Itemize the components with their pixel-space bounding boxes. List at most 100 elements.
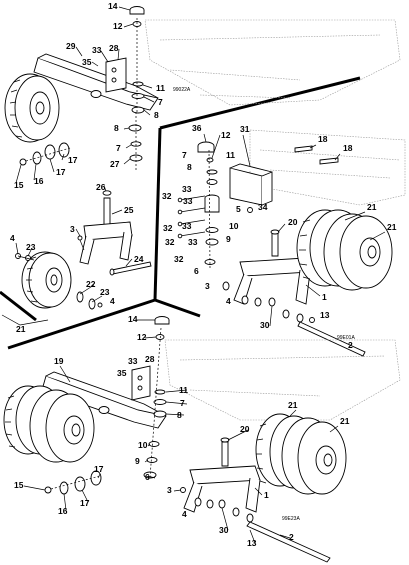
callout-17: 17 — [68, 155, 78, 165]
figure-code-bottom: 99E23A — [282, 516, 300, 522]
callout-23: 23 — [26, 242, 36, 252]
wheel-lower-left — [21, 251, 72, 309]
callout-6b: 6 — [145, 472, 150, 482]
axle-bolt-24 — [109, 261, 152, 276]
panel-right: 36 12 31 18 18 7 11 8 33 32 33 5 34 32 3… — [162, 123, 406, 357]
callout-34: 34 — [258, 202, 268, 212]
callout-15: 15 — [14, 180, 24, 190]
callout-7b: 7 — [116, 143, 121, 153]
caster-fork-25 — [79, 190, 133, 265]
callout-8r: 8 — [187, 162, 192, 172]
callout-4r: 4 — [226, 296, 231, 306]
callout-6: 6 — [194, 266, 199, 276]
callout-33: 33 — [92, 45, 102, 55]
callout-11r: 11 — [226, 150, 235, 160]
callout-14: 14 — [108, 1, 118, 11]
callout-21: 21 — [16, 324, 26, 334]
bracket-28 — [105, 57, 127, 93]
callout-30: 30 — [260, 320, 270, 330]
callout-16: 16 — [34, 176, 44, 186]
callout-12r: 12 — [221, 130, 231, 140]
callout-32b: 32 — [163, 223, 173, 233]
dual-wheels-bottom-left — [3, 385, 95, 463]
callout-18: 18 — [318, 134, 328, 144]
axle-2-bottom — [246, 521, 331, 563]
dual-wheels-bottom-right — [255, 413, 347, 495]
callout-32c: 32 — [165, 237, 175, 247]
caster-fork-1-bottom — [183, 437, 261, 513]
wheel-top-left — [4, 73, 60, 143]
callout-1b: 1 — [264, 490, 269, 500]
callout-7: 7 — [158, 97, 163, 107]
leader-lines — [15, 6, 386, 544]
callout-35: 35 — [82, 57, 92, 67]
bolts-18 — [294, 145, 339, 165]
callout-17b: 17 — [56, 167, 66, 177]
callout-5: 5 — [236, 204, 241, 214]
hardware-stack-bottom — [143, 316, 170, 479]
callout-7bb: 7 — [180, 398, 185, 408]
callout-12b: 12 — [137, 332, 147, 342]
callout-9: 9 — [226, 234, 231, 244]
callout-20b: 20 — [240, 424, 250, 434]
callout-17bb: 17 — [94, 464, 104, 474]
hardware-stack-top — [129, 6, 145, 114]
callout-27: 27 — [110, 159, 120, 169]
callout-21r: 21 — [367, 202, 377, 212]
callout-19: 19 — [54, 356, 64, 366]
callout-31: 31 — [240, 124, 250, 134]
callout-15b: 15 — [14, 480, 24, 490]
callout-33r3: 33 — [182, 221, 192, 231]
callout-3b: 3 — [167, 485, 172, 495]
axle-hardware-top — [19, 142, 71, 166]
callout-4b: 4 — [110, 296, 115, 306]
panel-dividers — [0, 76, 361, 350]
dual-wheels-right — [296, 209, 393, 291]
callout-4: 4 — [10, 233, 15, 243]
callout-18b: 18 — [343, 143, 353, 153]
wheel-hardware-lower-left — [15, 235, 103, 310]
callout-33r: 33 — [182, 184, 192, 194]
bushings-lower — [128, 112, 143, 170]
callout-32: 32 — [162, 191, 172, 201]
fork-beam-29 — [33, 53, 159, 111]
bolt-set-32-33 — [177, 195, 206, 239]
callout-33b: 33 — [128, 356, 138, 366]
bolt-34 — [247, 207, 253, 213]
callout-21b2: 21 — [340, 416, 350, 426]
axle-2 — [297, 321, 366, 357]
spindle-stack — [197, 141, 220, 269]
callout-7r: 7 — [182, 150, 187, 160]
callout-36: 36 — [192, 123, 202, 133]
callout-2: 2 — [348, 340, 353, 350]
callout-20: 20 — [288, 217, 298, 227]
fork-hardware-right — [222, 281, 315, 323]
callout-24: 24 — [134, 254, 144, 264]
callout-13b: 13 — [247, 538, 257, 548]
callout-2b: 2 — [289, 532, 294, 542]
callout-25: 25 — [124, 205, 134, 215]
callout-10: 10 — [229, 221, 239, 231]
callout-32d: 32 — [174, 254, 184, 264]
callout-8b: 8 — [114, 123, 119, 133]
bracket-31 — [229, 163, 273, 206]
callout-17bb2: 17 — [80, 498, 90, 508]
callout-21r2: 21 — [387, 222, 397, 232]
fork-beam-19 — [41, 371, 167, 429]
callout-13: 13 — [320, 310, 330, 320]
callout-1: 1 — [322, 292, 327, 302]
callout-29: 29 — [66, 41, 76, 51]
panel-top-left: 14 12 29 33 28 35 11 7 8 99022A 8 7 27 1… — [1, 1, 401, 334]
callout-12: 12 — [113, 21, 123, 31]
callout-16b: 16 — [58, 506, 68, 516]
figure-code-right: 99E01A — [337, 335, 355, 341]
callout-3r: 3 — [205, 281, 210, 291]
bracket-28-bottom — [131, 365, 151, 401]
axle-hardware-bottom — [44, 470, 102, 495]
figure-code-top-left: 99022A — [173, 87, 191, 93]
callout-9b: 9 — [135, 456, 140, 466]
callout-33r2: 33 — [183, 196, 193, 206]
callout-33r4: 33 — [188, 237, 198, 247]
callout-4b2: 4 — [182, 509, 187, 519]
